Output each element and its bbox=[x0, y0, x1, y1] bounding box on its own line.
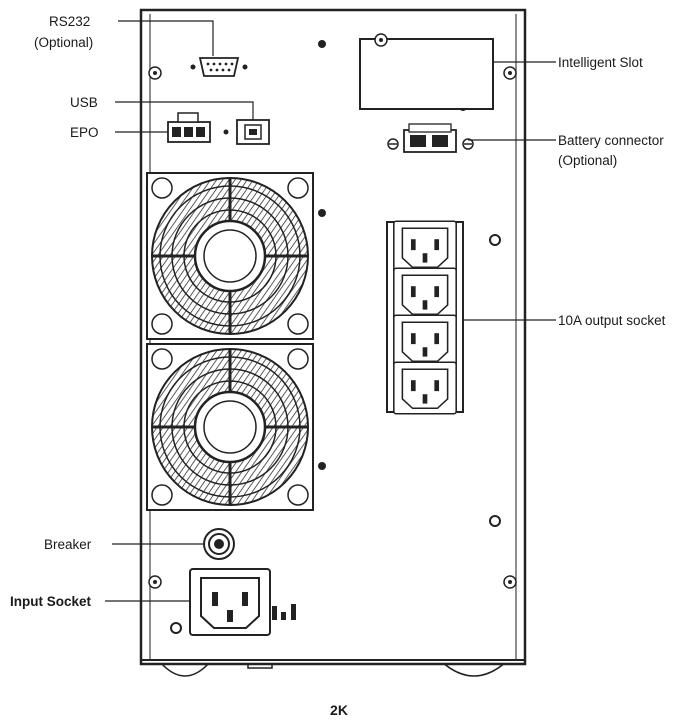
battery-connector-label: Battery connector bbox=[558, 133, 664, 148]
cooling-fan-icon bbox=[145, 342, 315, 512]
output-socket-label: 10A output socket bbox=[558, 313, 666, 328]
breaker-label: Breaker bbox=[44, 537, 92, 552]
foot-left bbox=[159, 661, 211, 677]
screw-icon bbox=[148, 575, 162, 589]
output-socket-icon bbox=[393, 220, 457, 274]
input-socket-icon bbox=[189, 568, 271, 636]
usb-port-icon bbox=[236, 119, 270, 145]
output-socket-icon bbox=[393, 314, 457, 368]
screw-icon bbox=[148, 66, 162, 80]
usb-label: USB bbox=[70, 95, 98, 110]
output-socket-icon bbox=[393, 361, 457, 415]
breaker-icon bbox=[203, 528, 235, 560]
foot-right bbox=[441, 661, 507, 677]
intelligent-slot-icon bbox=[359, 33, 494, 110]
cooling-fan-icon bbox=[145, 171, 315, 341]
rs232-port-icon bbox=[190, 57, 248, 77]
screw-icon bbox=[503, 575, 517, 589]
leader-lines bbox=[105, 20, 556, 602]
battery-connector-icon bbox=[387, 123, 474, 153]
battery-optional-label: (Optional) bbox=[558, 153, 617, 168]
input-socket-label: Input Socket bbox=[10, 594, 92, 609]
epo-label: EPO bbox=[70, 125, 99, 140]
screw-icon bbox=[503, 66, 517, 80]
rs232-label: RS232 bbox=[49, 14, 90, 29]
ground-symbol-icon bbox=[272, 604, 296, 620]
model-caption: 2K bbox=[330, 702, 348, 718]
output-socket-icon bbox=[393, 267, 457, 321]
rs232-optional-label: (Optional) bbox=[34, 35, 93, 50]
intelligent-slot-label: Intelligent Slot bbox=[558, 55, 643, 70]
